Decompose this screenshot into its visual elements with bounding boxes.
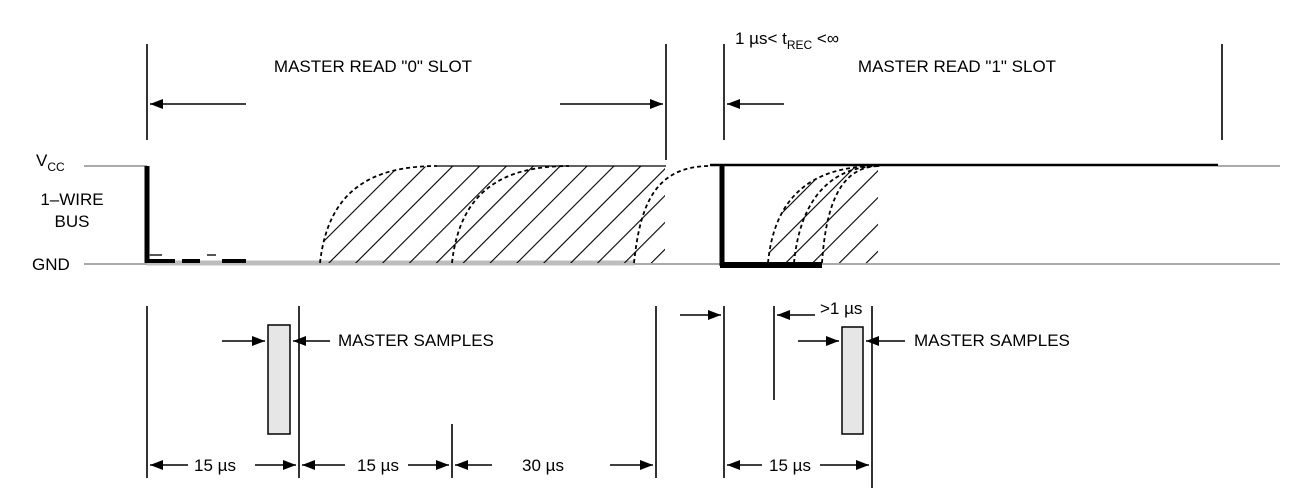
read1-rise-curve-1 [767, 165, 879, 264]
gnd-label: GND [32, 255, 70, 274]
arrowhead [777, 310, 790, 320]
arrowhead [727, 99, 740, 109]
arrowhead [640, 460, 653, 470]
vcc-label: VCC [36, 151, 65, 174]
read1-uncertain-region [768, 166, 878, 263]
arrowhead [436, 460, 449, 470]
timing-arrows [150, 103, 905, 466]
vcc-label-sub: CC [47, 160, 65, 174]
arrowhead [150, 460, 163, 470]
arrowhead [708, 310, 721, 320]
arrowhead [727, 460, 740, 470]
arrowheads [150, 99, 879, 470]
arrowhead [150, 99, 163, 109]
arrowhead [866, 336, 879, 346]
read0-rise-curve-3 [633, 165, 711, 264]
slot0-title: MASTER READ "0" SLOT [274, 57, 472, 76]
duration-15us-b: 15 µs [357, 456, 399, 475]
read0-waveform [144, 165, 711, 266]
master-sample-window-1 [841, 326, 864, 435]
trec-label-main: 1 µs< t [735, 29, 787, 48]
trec-label-post: <∞ [812, 29, 839, 48]
master-samples-1-label: MASTER SAMPLES [914, 331, 1070, 350]
trec-label-sub: REC [787, 38, 813, 52]
read0-rise-curve-1 [319, 165, 438, 264]
trec-label: 1 µs< tREC <∞ [735, 29, 839, 52]
master-sample-window-0 [267, 324, 291, 435]
arrowhead [856, 460, 869, 470]
read1-rise-curve-3 [821, 165, 881, 264]
read0-rise-curve-2 [451, 165, 570, 264]
arrowhead [283, 460, 296, 470]
duration-15us-c: 15 µs [769, 456, 811, 475]
duration-15us-a: 15 µs [194, 456, 236, 475]
vcc-label-main: V [36, 151, 48, 170]
read0-uncertain-region [320, 166, 665, 263]
duration-30us: 30 µs [522, 456, 564, 475]
read1-waveform [710, 163, 1218, 268]
bus-label-line2: BUS [55, 212, 90, 231]
arrowhead [826, 336, 839, 346]
master-samples-0-label: MASTER SAMPLES [338, 331, 494, 350]
bus-label-line1: 1–WIRE [40, 190, 103, 209]
slot1-title: MASTER READ "1" SLOT [858, 57, 1056, 76]
arrowhead [252, 336, 265, 346]
arrowhead [455, 460, 468, 470]
arrowhead [302, 460, 315, 470]
arrowhead [650, 99, 663, 109]
arrowhead [293, 336, 306, 346]
read1-rise-curve-2 [793, 165, 881, 264]
gt1us-label: >1 µs [820, 299, 862, 318]
